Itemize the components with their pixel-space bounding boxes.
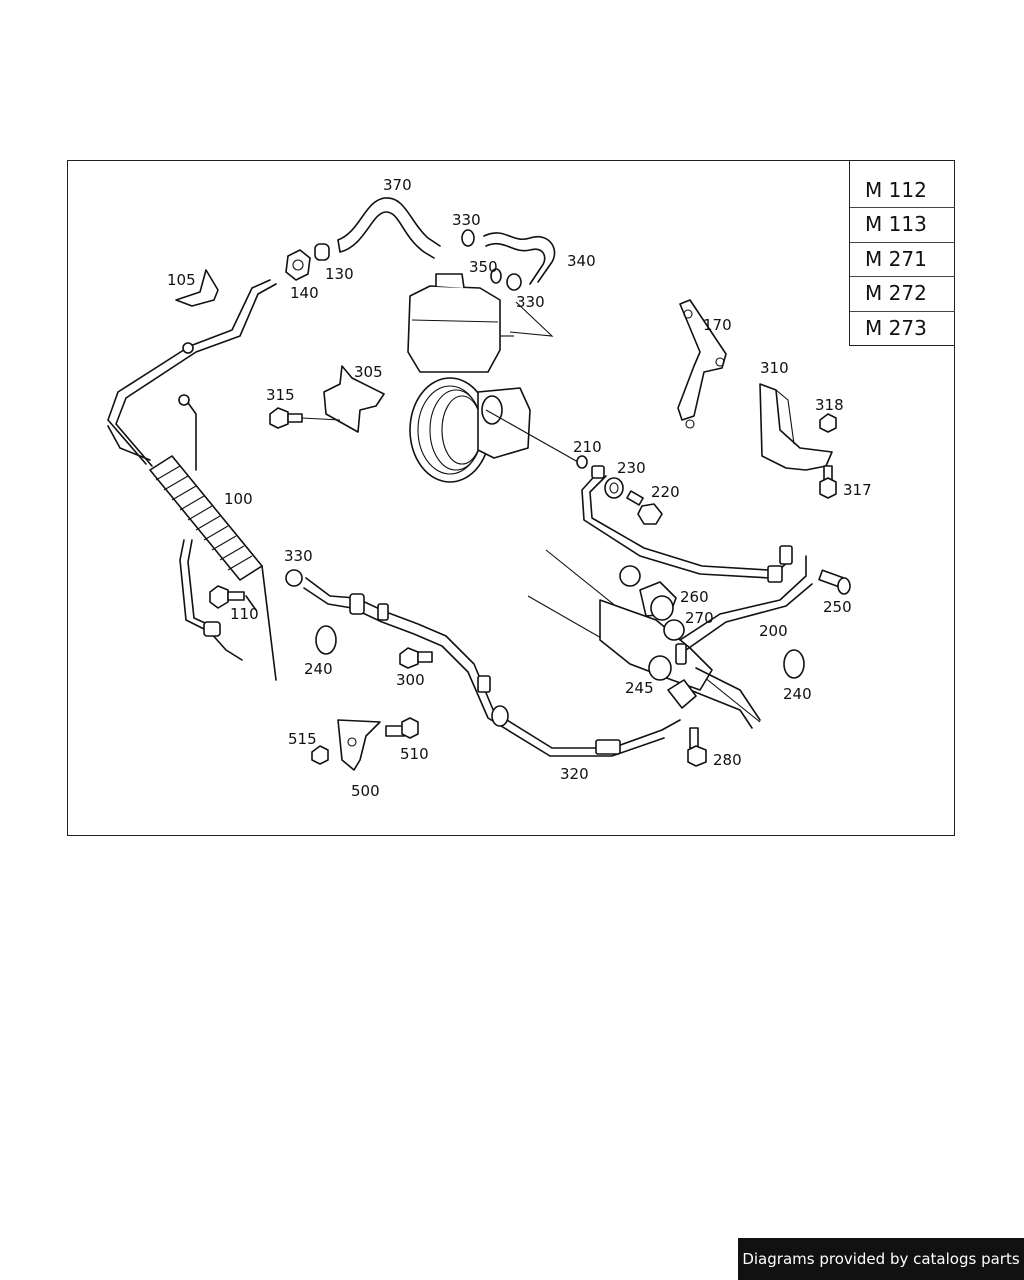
clamp-330-top <box>461 229 522 291</box>
hose-320 <box>303 577 697 757</box>
engine-code: M 271 <box>850 241 955 277</box>
clamp-330-low <box>285 569 303 587</box>
lines-pump <box>485 301 579 463</box>
bolt-317 <box>819 465 837 499</box>
callout-245: 245 <box>625 679 654 697</box>
diagram-frame <box>67 160 955 836</box>
callout-310: 310 <box>760 359 789 377</box>
callout-100: 100 <box>224 490 253 508</box>
bolt-110 <box>209 585 245 609</box>
callout-230: 230 <box>617 459 646 477</box>
hose-200-lower <box>675 555 813 665</box>
callout-500: 500 <box>351 782 380 800</box>
engine-code: M 113 <box>850 207 955 242</box>
callout-170: 170 <box>703 316 732 334</box>
callout-370: 370 <box>383 176 412 194</box>
callout-240: 240 <box>304 660 333 678</box>
nut-515 <box>311 745 329 765</box>
cooler-lines <box>107 279 277 471</box>
callout-330: 330 <box>452 211 481 229</box>
callout-240: 240 <box>783 685 812 703</box>
pump-pulley <box>409 377 531 483</box>
bracket-500 <box>337 719 381 771</box>
callout-300: 300 <box>396 671 425 689</box>
oring-210 <box>576 455 588 469</box>
callout-330: 330 <box>284 547 313 565</box>
bracket-310 <box>759 383 833 471</box>
bracket-170 <box>677 299 727 429</box>
callout-105: 105 <box>167 271 196 289</box>
bracket-105 <box>175 269 219 307</box>
reservoir <box>407 273 514 373</box>
callout-515: 515 <box>288 730 317 748</box>
washer-350 <box>490 268 502 284</box>
nut-318 <box>819 413 837 433</box>
engine-code: M 273 <box>850 310 955 346</box>
bolt-300 <box>399 647 433 669</box>
steering-gear <box>527 549 761 729</box>
bolt-510 <box>385 717 419 739</box>
callout-260: 260 <box>680 588 709 606</box>
hose-370 <box>337 197 441 259</box>
callout-350: 350 <box>469 258 498 276</box>
engine-code: M 112 <box>865 178 927 202</box>
callout-200: 200 <box>759 622 788 640</box>
callout-250: 250 <box>823 598 852 616</box>
callout-340: 340 <box>567 252 596 270</box>
callout-318: 318 <box>815 396 844 414</box>
hose-340 <box>483 232 556 285</box>
bolt-315 <box>269 407 341 429</box>
callout-130: 130 <box>325 265 354 283</box>
callout-315: 315 <box>266 386 295 404</box>
callout-330: 330 <box>516 293 545 311</box>
cooler-return <box>179 539 243 661</box>
callout-305: 305 <box>354 363 383 381</box>
callout-220: 220 <box>651 483 680 501</box>
callout-210: 210 <box>573 438 602 456</box>
callout-110: 110 <box>230 605 259 623</box>
nut-140 <box>285 249 311 281</box>
credit-banner: Diagrams provided by catalogs parts <box>738 1238 1024 1280</box>
hose-200-upper <box>581 465 793 583</box>
bracket-305 <box>323 365 385 433</box>
bolt-280 <box>687 727 707 767</box>
callout-320: 320 <box>560 765 589 783</box>
callout-140: 140 <box>290 284 319 302</box>
callout-270: 270 <box>685 609 714 627</box>
callout-280: 280 <box>713 751 742 769</box>
engine-code-table: M 112 M 113 M 271 M 272 M 273 <box>849 160 955 346</box>
cooler-100 <box>149 455 277 681</box>
bolt-220 <box>626 490 663 525</box>
fitting-130 <box>314 243 330 261</box>
callout-510: 510 <box>400 745 429 763</box>
mount-240 <box>315 625 805 679</box>
bolt-250 <box>818 569 851 595</box>
engine-code: M 272 <box>850 276 955 311</box>
callout-317: 317 <box>843 481 872 499</box>
washer-230 <box>604 477 624 499</box>
